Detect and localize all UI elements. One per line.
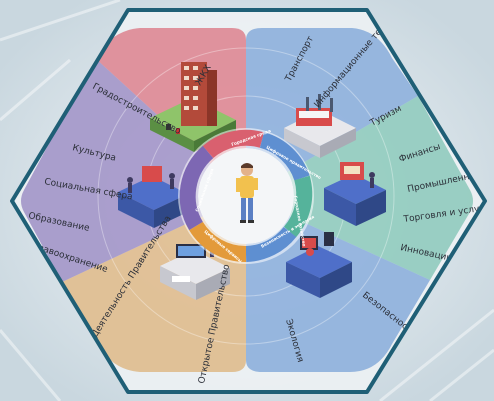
citizen-figure-icon — [236, 163, 258, 223]
government-desk-icon — [160, 241, 230, 300]
ring-segment-security — [245, 226, 297, 262]
ring-segment-social — [179, 145, 214, 231]
outer-guide-ring — [97, 47, 395, 345]
ring-segment-economy — [283, 175, 313, 238]
sector-social — [21, 58, 246, 282]
finance-stand-icon — [324, 162, 386, 226]
ring-segment-services — [189, 221, 247, 263]
central-ring — [178, 128, 314, 264]
tram-station-icon — [284, 94, 356, 158]
ring-segment-urban — [202, 129, 265, 159]
city-monitor-icon — [286, 232, 352, 298]
hexagon-frame — [10, 8, 487, 394]
ring-segment-government — [259, 132, 310, 181]
